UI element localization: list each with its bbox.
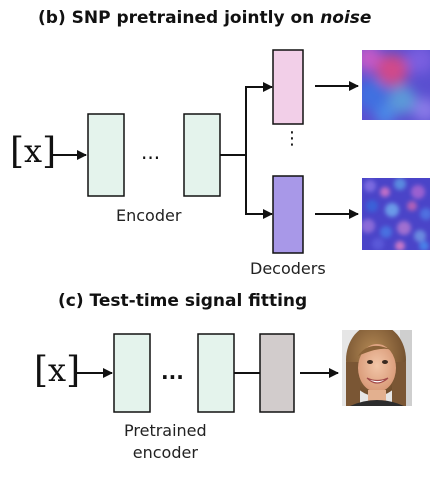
encoder-ellipsis-c: ... bbox=[161, 360, 184, 384]
pretrained-encoder-block-1 bbox=[113, 333, 151, 413]
bracket-right: ] bbox=[42, 131, 57, 172]
panel-c-title: (c) Test-time signal fitting bbox=[58, 291, 308, 311]
encoder-label: Encoder bbox=[116, 206, 182, 225]
panel-b-title: (b) SNP pretrained jointly on noise bbox=[38, 8, 371, 28]
decoder-vertical-ellipsis: ⋮ bbox=[283, 128, 301, 149]
pretrained-encoder-label-line1: Pretrained bbox=[124, 421, 207, 440]
input-x-b-symbol: x bbox=[24, 132, 43, 170]
pretrained-encoder-block-2 bbox=[197, 333, 235, 413]
input-x-b: [x] bbox=[10, 130, 57, 172]
decoder-pink bbox=[272, 49, 304, 125]
branch-upper bbox=[245, 82, 273, 155]
input-x-c: [x] bbox=[34, 349, 81, 391]
pretrained-encoder-label: Pretrained encoder bbox=[124, 420, 207, 464]
encoder-block-1 bbox=[87, 113, 125, 197]
noise-output-image-1 bbox=[362, 50, 430, 120]
noise-output-image-2 bbox=[362, 178, 430, 250]
face-output-image bbox=[342, 330, 412, 406]
input-x-c-symbol: x bbox=[48, 351, 67, 389]
encoder-ellipsis-b: ... bbox=[141, 140, 161, 164]
fitting-head-block bbox=[259, 333, 295, 413]
panel-b-title-emph: noise bbox=[320, 8, 372, 28]
decoder-purple bbox=[272, 175, 304, 254]
branch-lower bbox=[245, 155, 273, 219]
bracket-left: [ bbox=[34, 350, 49, 391]
bracket-right: ] bbox=[66, 350, 81, 391]
decoders-label: Decoders bbox=[250, 259, 326, 278]
encoder-block-2 bbox=[183, 113, 221, 197]
pretrained-encoder-label-line2: encoder bbox=[132, 443, 198, 462]
panel-b-title-prefix: (b) SNP pretrained jointly on bbox=[38, 8, 321, 28]
bracket-left: [ bbox=[10, 131, 25, 172]
